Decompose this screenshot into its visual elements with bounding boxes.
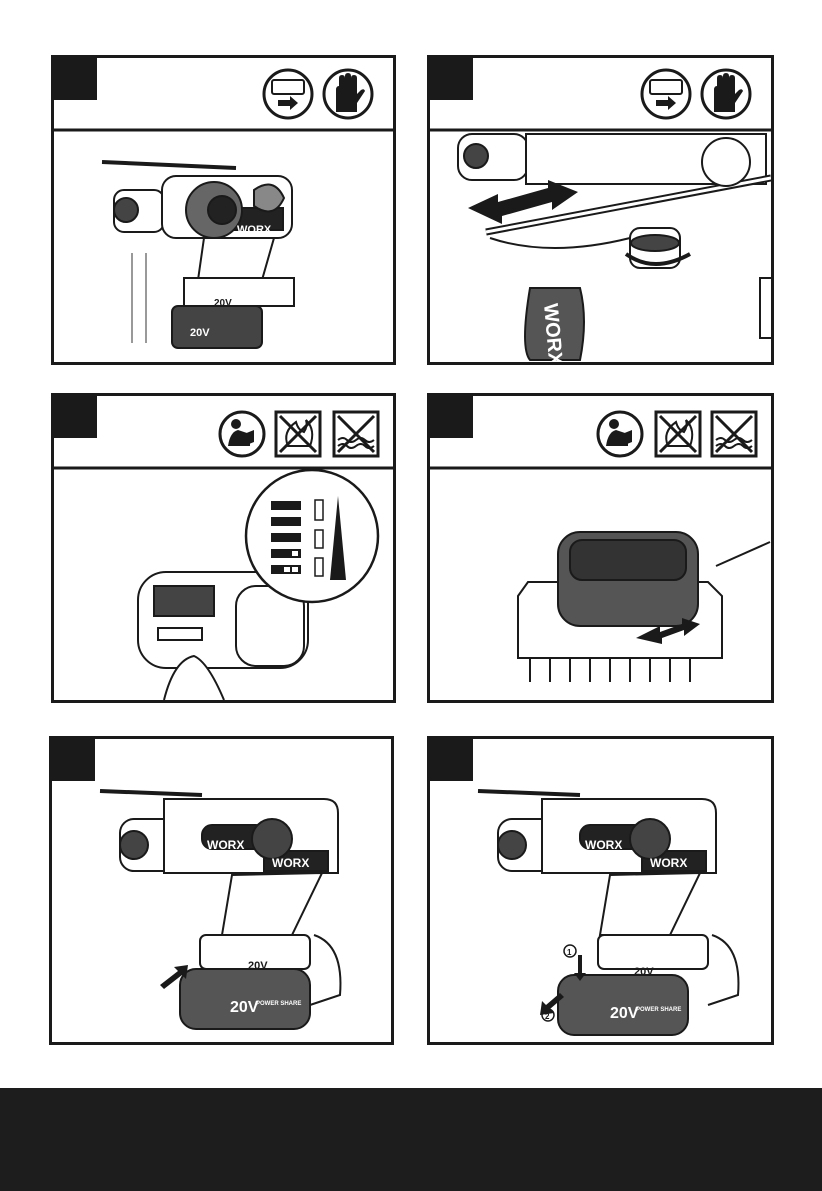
no-water-icon bbox=[712, 412, 756, 456]
page-footer-bar bbox=[0, 1088, 822, 1191]
read-manual-icon bbox=[220, 412, 264, 456]
svg-text:1: 1 bbox=[567, 948, 572, 957]
charger-illustration bbox=[518, 532, 770, 682]
step-number-box bbox=[52, 739, 95, 781]
panel-insert-battery: WORX WORX 20V 20V POWER SHARE bbox=[49, 736, 394, 1045]
step-number-box bbox=[430, 739, 473, 781]
hammer-drill-illustration bbox=[478, 791, 738, 1035]
gloves-icon bbox=[324, 70, 372, 118]
read-manual-icon bbox=[598, 412, 642, 456]
brand-logo: WORX bbox=[585, 838, 622, 852]
battery-level-magnifier bbox=[246, 470, 378, 602]
hammer-drill-illustration bbox=[102, 162, 294, 348]
step-number-box bbox=[430, 396, 473, 438]
hammer-drill-illustration bbox=[100, 791, 340, 1029]
no-fire-icon bbox=[276, 412, 320, 456]
battery-series-label: POWER SHARE bbox=[256, 1001, 301, 1007]
panel-charge-battery bbox=[427, 393, 774, 703]
tool-voltage-label: 20V bbox=[248, 960, 268, 972]
step-1-marker: 1 bbox=[564, 945, 576, 957]
battery-voltage-label: 20V bbox=[230, 999, 259, 1016]
battery-removed-icon bbox=[264, 70, 312, 118]
gloves-icon bbox=[702, 70, 750, 118]
brand-logo-side: WORX bbox=[272, 856, 309, 870]
battery-removed-icon bbox=[642, 70, 690, 118]
panel-remove-battery: WORX WORX 20V 20V POWER SHARE 1 2 bbox=[427, 736, 774, 1045]
panel-install-side-handle: WORX 20V 20V bbox=[51, 55, 396, 365]
no-fire-icon bbox=[656, 412, 700, 456]
panel-adjust-depth-gauge: WORX bbox=[427, 55, 774, 365]
step-number-box bbox=[54, 396, 97, 438]
panel-check-battery-level bbox=[51, 393, 396, 703]
battery-voltage-label: 20V bbox=[190, 327, 210, 339]
brand-logo: WORX bbox=[237, 224, 272, 236]
depth-gauge-closeup-illustration bbox=[458, 134, 771, 360]
tool-voltage-label: 20V bbox=[634, 966, 654, 978]
battery-series-label: POWER SHARE bbox=[636, 1007, 681, 1013]
no-water-icon bbox=[334, 412, 378, 456]
battery-voltage-label: 20V bbox=[610, 1005, 639, 1022]
tool-voltage-label: 20V bbox=[214, 298, 232, 309]
brand-logo: WORX bbox=[207, 838, 244, 852]
step-number-box bbox=[430, 58, 473, 100]
brand-logo-side: WORX bbox=[650, 856, 687, 870]
step-number-box bbox=[54, 58, 97, 100]
